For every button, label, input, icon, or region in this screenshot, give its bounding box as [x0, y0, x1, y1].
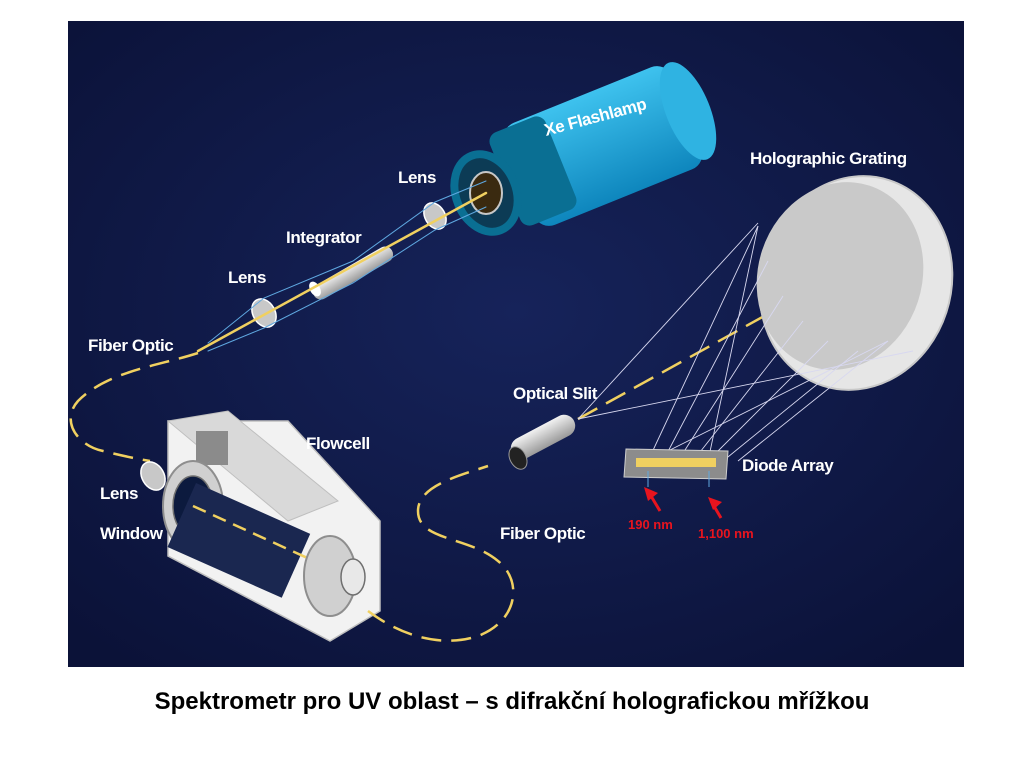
light-beam-source: [196, 180, 488, 353]
holographic-grating-disc: [756, 175, 954, 391]
label-holographic-grating: Holographic Grating: [750, 149, 907, 168]
slide-caption: Spektrometr pro UV oblast – s difrakční …: [154, 688, 870, 715]
fiber-optic-cable-left: [69, 351, 199, 463]
label-wl-min: 190 nm: [628, 517, 673, 532]
label-diode-array: Diode Array: [742, 456, 834, 475]
label-lens-mid: Lens: [228, 268, 266, 287]
flowcell-block: [162, 410, 381, 642]
label-lens-bottom: Lens: [100, 484, 138, 503]
label-fiber-optic-bottom: Fiber Optic: [500, 524, 585, 543]
label-wl-max: 1,100 nm: [698, 526, 754, 541]
fiber-optic-cable-bottom: [367, 464, 515, 642]
lens-bottom-element: [140, 461, 166, 491]
lens-mid-element: [251, 298, 277, 328]
optical-slit-tube: [508, 414, 576, 470]
spectrometer-diagram: Xe Flashlamp Lens Integrator Lens Fiber …: [68, 21, 964, 667]
dispersed-rays: [577, 222, 914, 462]
lens-top-element: [423, 202, 447, 230]
label-fiber-optic-left: Fiber Optic: [88, 336, 173, 355]
label-window: Window: [100, 524, 164, 543]
label-flowcell: Flowcell: [306, 434, 370, 453]
diode-array-chip: [623, 448, 729, 480]
label-lens-top: Lens: [398, 168, 436, 187]
label-optical-slit: Optical Slit: [513, 384, 598, 403]
label-integrator: Integrator: [286, 228, 362, 247]
wavelength-markers: [644, 471, 723, 519]
